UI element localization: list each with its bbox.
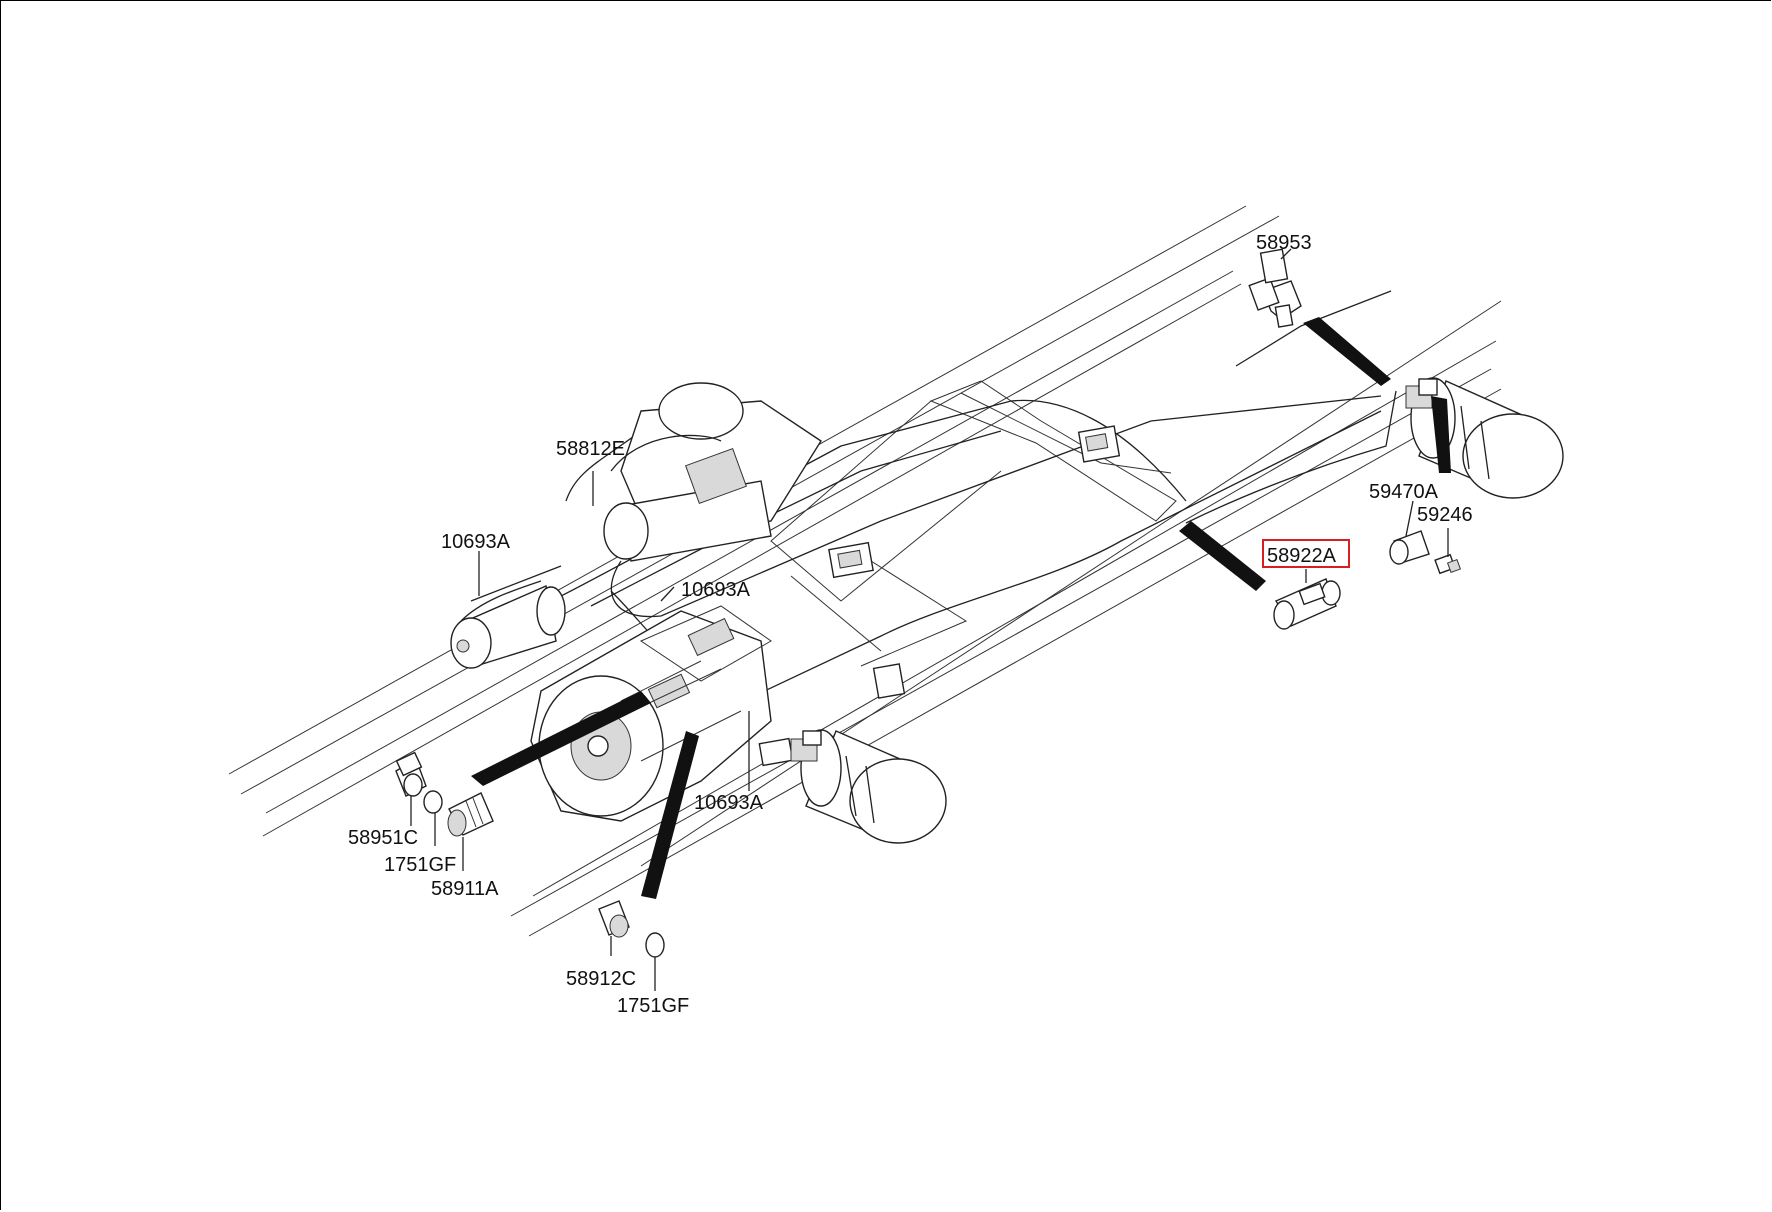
left-air-tank: [450, 585, 566, 669]
fitting-58911A: [447, 792, 494, 837]
lower-brake-chamber: [790, 729, 947, 844]
highlight-box-58922A: [1262, 539, 1350, 568]
label-58951C[interactable]: 58951C: [348, 827, 418, 849]
label-58922A[interactable]: 58922A: [1267, 545, 1337, 567]
callout-wedges: [471, 317, 1451, 899]
label-1751GF-upper[interactable]: 1751GF: [384, 854, 456, 876]
leader-lines: [410, 248, 1449, 991]
fitting-59246: [1434, 553, 1462, 575]
chassis-frame: [228, 205, 1502, 937]
fitting-58951C: [395, 751, 427, 797]
label-58912C[interactable]: 58912C: [566, 968, 636, 990]
part-labels: 58953 58812E 10693A 10693A 10693A 59470A…: [348, 232, 1473, 1017]
fitting-59470A: [1389, 530, 1430, 565]
label-58911A[interactable]: 58911A: [431, 878, 499, 900]
right-brake-chamber: [1405, 377, 1564, 499]
label-1751GF-lower[interactable]: 1751GF: [617, 995, 689, 1017]
label-58812E[interactable]: 58812E: [556, 438, 625, 460]
label-10693A-center[interactable]: 10693A: [681, 579, 751, 601]
valves: [758, 425, 1121, 767]
fitting-58953: [1248, 248, 1302, 328]
brake-pipes: [460, 290, 1397, 722]
label-10693A-lower[interactable]: 10693A: [694, 792, 764, 814]
label-10693A-left[interactable]: 10693A: [441, 531, 511, 553]
fitting-58922A: [1273, 578, 1341, 630]
oring-1751GF-2: [645, 932, 665, 958]
oring-1751GF-1: [423, 790, 443, 814]
label-58953[interactable]: 58953: [1256, 232, 1312, 254]
fitting-58912C: [598, 900, 630, 938]
label-59470A[interactable]: 59470A: [1369, 481, 1439, 503]
label-59246[interactable]: 59246: [1417, 504, 1473, 526]
transmission: [530, 605, 772, 822]
upper-air-tank-assembly: [603, 382, 822, 562]
